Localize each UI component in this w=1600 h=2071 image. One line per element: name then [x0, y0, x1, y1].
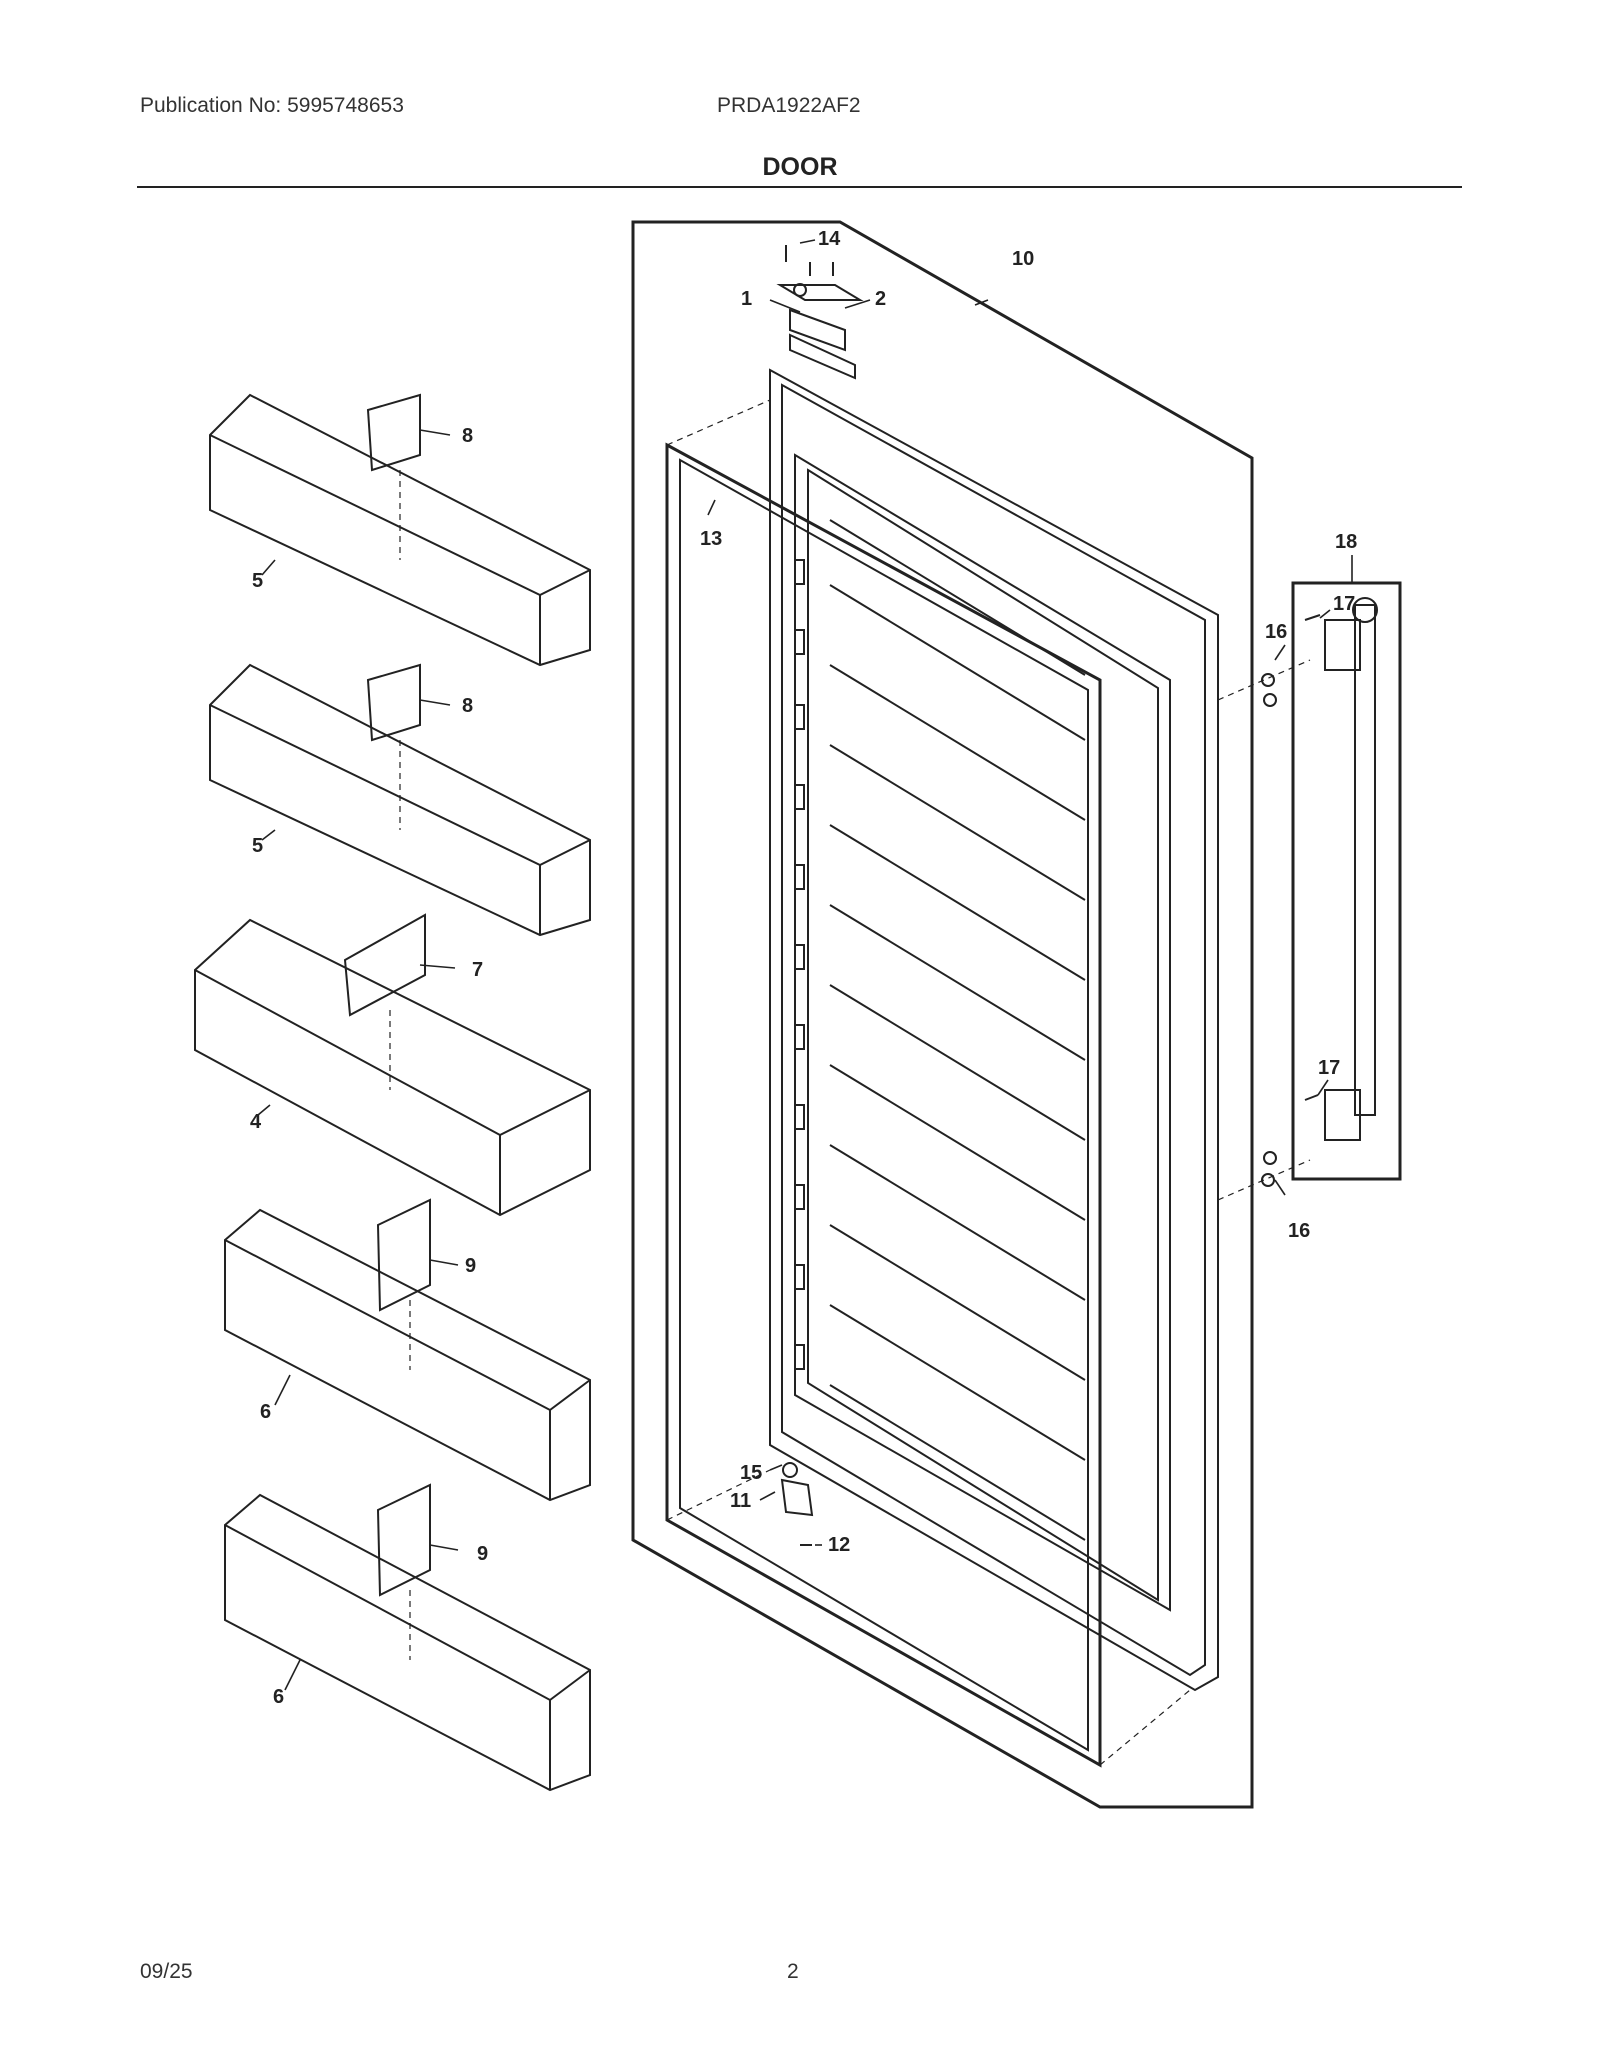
callout-14: 14	[818, 228, 841, 250]
callout-16-bottom: 16	[1288, 1220, 1310, 1242]
section-title: DOOR	[762, 153, 838, 181]
callout-4: 4	[250, 1111, 262, 1133]
door-bin-6-lower	[224, 1483, 591, 1792]
callout-8-top: 8	[462, 425, 473, 447]
header-rule	[137, 186, 1462, 188]
door-bin-4	[194, 913, 591, 1217]
alignment-lines	[389, 399, 1311, 1766]
callout-17-bottom: 17	[1318, 1057, 1340, 1079]
callout-2: 2	[875, 288, 886, 310]
model-number: PRDA1922AF2	[717, 94, 861, 117]
callout-17-top: 17	[1333, 593, 1355, 615]
callout-7: 7	[472, 959, 483, 981]
callout-6-upper: 6	[260, 1401, 271, 1423]
handle-assembly	[1261, 581, 1402, 1187]
door-bin-5-middle	[209, 663, 591, 937]
door-bin-6-upper	[224, 1198, 591, 1502]
door-gasket	[665, 442, 1102, 1768]
callout-18: 18	[1335, 531, 1357, 553]
callout-5-middle: 5	[252, 835, 263, 857]
callout-16-top: 16	[1265, 621, 1287, 643]
callout-9-upper: 9	[465, 1255, 476, 1277]
callout-15: 15	[740, 1462, 762, 1484]
callout-12: 12	[828, 1534, 850, 1556]
top-hinge	[776, 245, 864, 380]
callout-9-lower: 9	[477, 1543, 488, 1565]
leader-lines	[257, 239, 1353, 1691]
callout-5-top: 5	[252, 570, 263, 592]
door-liner	[769, 368, 1219, 1692]
footer-date: 09/25	[140, 1960, 193, 1983]
callout-1: 1	[741, 288, 752, 310]
callout-13: 13	[700, 528, 722, 550]
door-bin-5-top	[209, 393, 591, 667]
door-assembly-outline	[631, 220, 1254, 1809]
callout-6-lower: 6	[273, 1686, 284, 1708]
page-number: 2	[787, 1960, 799, 1983]
callout-8-middle: 8	[462, 695, 473, 717]
callout-11: 11	[730, 1490, 751, 1512]
callout-10: 10	[1012, 248, 1034, 270]
bottom-hinge	[780, 1462, 814, 1546]
publication-number: Publication No: 5995748653	[140, 94, 404, 117]
